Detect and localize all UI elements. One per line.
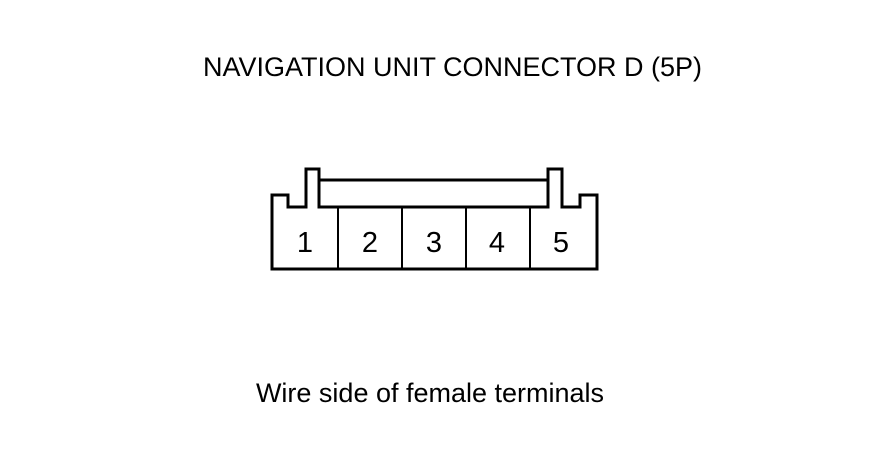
connector-title: NAVIGATION UNIT CONNECTOR D (5P) xyxy=(202,52,703,82)
pin-label: 3 xyxy=(426,227,442,259)
pin-label: 2 xyxy=(362,227,378,259)
pin-label: 4 xyxy=(489,227,505,259)
locking-latch xyxy=(317,178,550,209)
view-caption: Wire side of female terminals xyxy=(255,378,605,408)
pin-label: 5 xyxy=(553,227,569,259)
pin-label: 1 xyxy=(297,227,313,259)
